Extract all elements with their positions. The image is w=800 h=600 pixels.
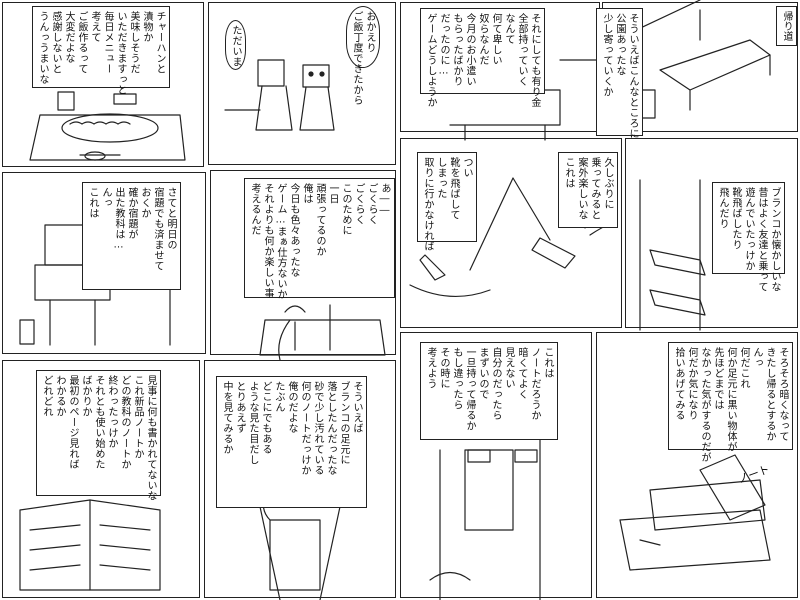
caption-allowance: それにしても有り金 全部持っていく なんて 何て卑しい 奴らなんだ 今月のお小遣… <box>420 8 545 108</box>
panel-4-dinner <box>2 2 204 167</box>
caption-shoe: つい 靴を飛ばして しまった 取りに行かなければ <box>417 152 477 252</box>
caption-empty-notebook: 見事に何も書かれてないな これ新品ノートか どの教科のノートか 終わったっけか … <box>36 370 161 501</box>
panel-swing-art <box>409 177 613 297</box>
caption-bath: あ―― ごくらく ごくらく このために 一日 頑張ってるのか 俺は 今日も色々あ… <box>244 178 395 300</box>
panel-character-closeup-art <box>429 439 541 600</box>
panel-10-holding-notebook <box>204 360 396 598</box>
panel-5-swing <box>400 138 622 328</box>
speech-tadaima: ただいま <box>225 20 246 70</box>
caption-homework: さてと明日の 宿題でも済ませて おくか 確か宿題が 出た教科は… んっ これは <box>82 182 181 290</box>
sign-label: 帰り道 <box>776 6 797 46</box>
panel-bath-art <box>259 304 386 356</box>
panel-swing-seat-art <box>639 179 706 331</box>
caption-memory: ブランコか懐かしいな 昔はよく友達と乗って 遊んでいたっけか 靴飛ばしたり 飛ん… <box>712 182 785 292</box>
panel-dropped-notebook-art <box>619 454 771 571</box>
speech-mother: おかえり ご飯丁度できたから <box>346 6 380 106</box>
caption-swing-fun: 久しぶりに 乗ってみると 案外楽しいな これは <box>558 152 618 228</box>
panel-7-study <box>2 172 206 354</box>
panel-open-notebook-art <box>19 499 161 591</box>
panel-6-swing-seat <box>625 138 798 328</box>
caption-dinner: チャーハンと 漬物か 美味しそうだ いただきますっと 毎日メニュー 考えて ご飯… <box>32 6 170 95</box>
caption-dark: これは ノートだろうか 暗くてよく 見えない 自分のだったら まずいので 一旦持… <box>420 342 558 440</box>
panel-12-dropped-notebook <box>596 332 798 598</box>
panel-11-closeup <box>400 332 592 598</box>
caption-park: そういえばこんなところに 公園あったな 少し寄っていくか <box>596 8 643 139</box>
panel-dinner-art <box>29 91 186 161</box>
panel-3-home <box>208 2 396 165</box>
panel-8-bath <box>210 170 396 355</box>
caption-dropped-notebook: そういえば ブランコの足元に 落としたんだったな 砂で少し汚れている 何のノート… <box>216 376 367 508</box>
caption-black-object: そろそろ暗くなって きたし帰るとするか んっ 何だこれ 何か足元に黒い物体が 先… <box>668 342 793 463</box>
panel-return-home-art <box>224 59 335 131</box>
panel-9-open-notebook <box>2 360 200 598</box>
